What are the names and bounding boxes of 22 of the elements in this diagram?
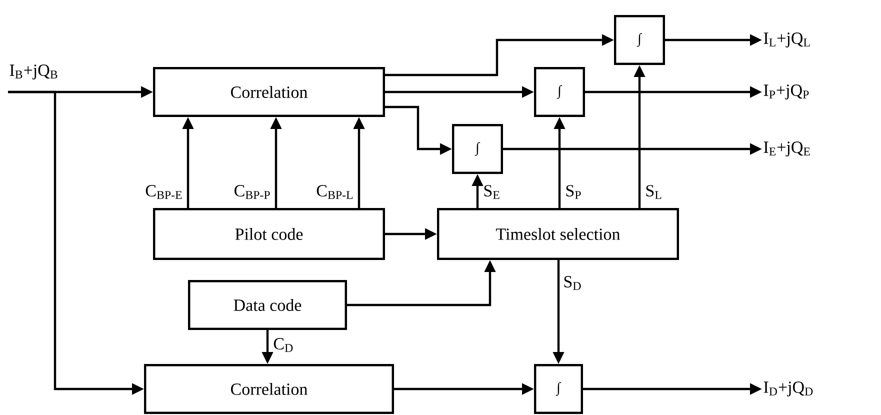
process-box: Timeslot selection: [437, 208, 679, 260]
edge-label: C$_{BP-E}$: [146, 185, 182, 199]
signal-label: I$_{B}$+jQ$_{B}$: [10, 64, 58, 80]
edge-label: S$_{E}$: [484, 185, 500, 199]
signal-label: I$_{P}$+jQ$_{P}$: [764, 84, 809, 100]
process-box: Correlation: [144, 364, 394, 414]
integrator-box: ∫: [452, 124, 503, 174]
integrator-box: ∫: [534, 67, 585, 117]
edge-label: S$_{D}$: [564, 276, 581, 290]
process-box: Correlation: [153, 67, 385, 117]
edge-label: S$_{P}$: [566, 185, 581, 199]
signal-label: I$_{E}$+jQ$_{E}$: [764, 142, 810, 156]
integrator-box: ∫: [534, 364, 583, 414]
edge-label: S$_{L}$: [646, 185, 662, 199]
integrator-box: ∫: [614, 15, 665, 65]
edge-label: C$_{BP-P}$: [234, 185, 270, 199]
process-box: Pilot code: [153, 208, 385, 260]
signal-label: I$_{D}$+jQ$_{D}$: [764, 382, 813, 396]
signal-label: I$_{L}$+jQ$_{L}$: [764, 32, 810, 48]
process-box: Data code: [188, 280, 348, 330]
edge-label: C$_{D}$: [274, 338, 293, 352]
edge-label: C$_{BP-L}$: [316, 185, 353, 199]
